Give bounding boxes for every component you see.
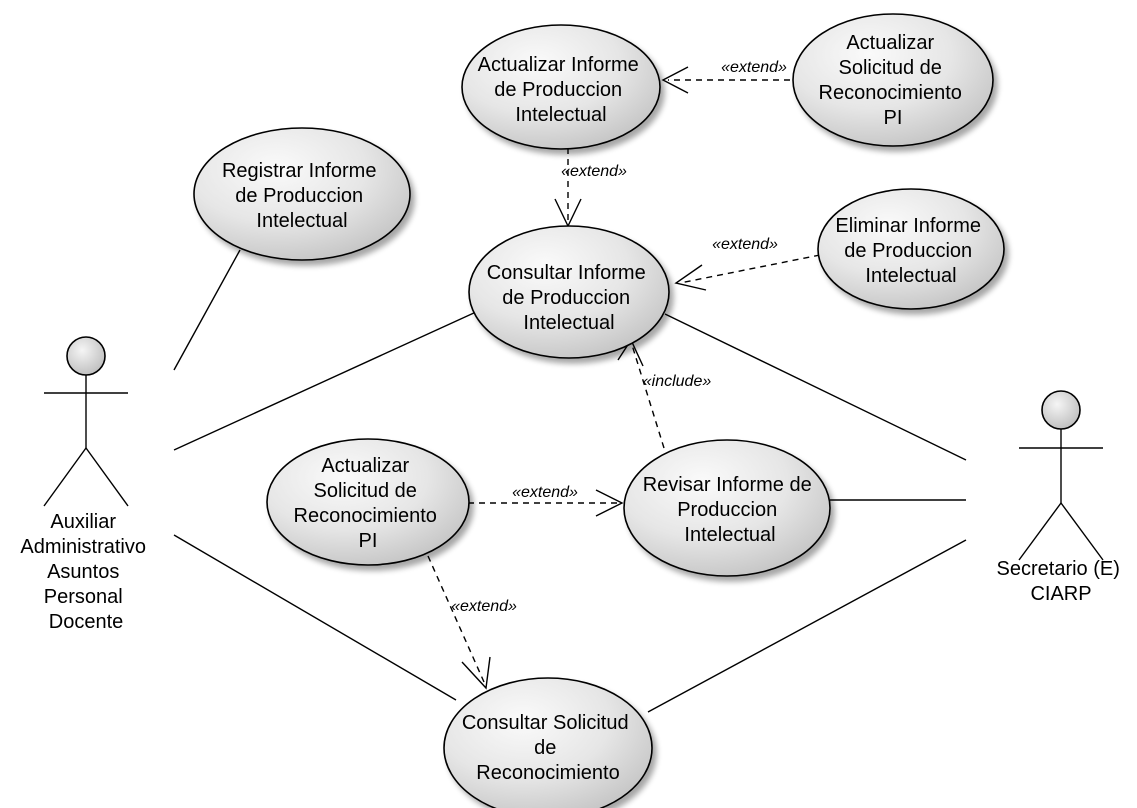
svg-text:Auxiliar Administrativo: Auxiliar Administrativo Asuntos Personal… (20, 511, 151, 633)
assoc-secretario-consultar-solicitud (647, 539, 967, 713)
use-case-actualizar-solicitud-mid[interactable]: Actualizar Solicitud de Reconocimiento P… (266, 438, 470, 566)
svg-text:Secretario (E) CIARP: Secretario (E) CIARP (997, 558, 1126, 605)
svg-text:Consultar Informe de Pro: Consultar Informe de Produccion Intelect… (487, 262, 652, 334)
uc-label-line: Eliminar Informe (835, 215, 981, 237)
dependency-rel-6 (427, 555, 485, 683)
dependency-rel-3 (679, 254, 821, 284)
uc-label-line: Actualizar Informe (478, 54, 639, 76)
arrowhead-rel-3 (674, 264, 707, 291)
use-case-eliminar-informe[interactable]: Eliminar Informe de Produccion Intelectu… (817, 188, 1005, 310)
uc-label-line: Intelectual (256, 210, 347, 232)
svg-text:Eliminar Informe de Prod: Eliminar Informe de Produccion Intelectu… (835, 215, 986, 287)
actor-figure-icon (1018, 390, 1104, 561)
svg-text:Actualizar Solicitud de: Actualizar Solicitud de Reconocimiento P… (294, 455, 443, 552)
svg-text:Revisar Informe de Produ: Revisar Informe de Produccion Intelectua… (643, 474, 818, 546)
uc-label-line: Intelectual (684, 524, 775, 546)
actor-secretario[interactable]: Secretario (E) CIARP (997, 390, 1126, 605)
use-case-actualizar-solicitud-top[interactable]: Actualizar Solicitud de Reconocimiento P… (792, 13, 994, 147)
svg-text:Actualizar Informe de Pr: Actualizar Informe de Produccion Intelec… (478, 54, 645, 126)
stereotype-rel-2: «extend» (561, 163, 627, 180)
uc-label-line: de Produccion (235, 185, 363, 207)
uc-label-line: Intelectual (523, 312, 614, 334)
svg-text:Actualizar Solicitud de: Actualizar Solicitud de Reconocimiento P… (819, 32, 968, 129)
dependencies (427, 66, 821, 690)
uc-label-line: Actualizar (321, 455, 409, 477)
uc-label-line: Consultar Solicitud (462, 712, 629, 734)
uc-label-line: Reconocimiento (819, 82, 962, 104)
uc-label-line: Solicitud de (839, 57, 942, 79)
uc-label-line: de (534, 737, 556, 759)
actor-label-line: CIARP (1030, 583, 1091, 605)
uc-label-line: Reconocimiento (476, 762, 619, 784)
stereotype-labels: «extend» «extend» «extend» «include» «ex… (451, 59, 787, 615)
actor-auxiliar[interactable]: Auxiliar Administrativo Asuntos Personal… (20, 336, 151, 633)
uc-label-line: Revisar Informe de (643, 474, 812, 496)
stereotype-rel-4: «include» (643, 373, 712, 390)
dependency-rel-4 (631, 344, 665, 449)
uc-label-line: Solicitud de (314, 480, 417, 502)
svg-text:Registrar Informe de Pro: Registrar Informe de Produccion Intelect… (222, 160, 382, 232)
svg-text:Consultar Solicitud de: Consultar Solicitud de Reconocimiento (462, 712, 634, 784)
uc-label-line: Produccion (677, 499, 777, 521)
actor-label-line: Docente (49, 611, 124, 633)
stereotype-rel-1: «extend» (721, 59, 787, 76)
uc-label-line: PI (359, 530, 378, 552)
actor-figure-icon (43, 336, 129, 507)
use-case-consultar-solicitud[interactable]: Consultar Solicitud de Reconocimiento (443, 677, 653, 808)
uc-label-line: de Produccion (844, 240, 972, 262)
actor-label-line: Auxiliar (50, 511, 116, 533)
stereotype-rel-6: «extend» (451, 598, 517, 615)
stereotype-rel-5: «extend» (512, 484, 578, 501)
uc-label-line: Intelectual (865, 265, 956, 287)
actor-label-line: Asuntos (47, 561, 119, 583)
uc-label-line: Consultar Informe (487, 262, 646, 284)
uc-label-line: PI (884, 107, 903, 129)
assoc-auxiliar-registrar (173, 249, 241, 371)
arrowhead-rel-1 (661, 66, 689, 94)
arrowhead-rel-6 (461, 656, 491, 690)
associations (173, 249, 967, 713)
assoc-auxiliar-consultar-solicitud (173, 534, 457, 701)
uc-label-line: de Produccion (502, 287, 630, 309)
assoc-auxiliar-consultar-informe (173, 311, 477, 451)
stereotype-rel-3: «extend» (712, 236, 778, 253)
uc-label-line: Actualizar (846, 32, 934, 54)
use-case-revisar-informe[interactable]: Revisar Informe de Produccion Intelectua… (623, 439, 831, 577)
use-case-registrar-informe[interactable]: Registrar Informe de Produccion Intelect… (193, 127, 411, 261)
actor-label-line: Personal (44, 586, 123, 608)
arrowhead-rel-5 (595, 489, 624, 517)
uc-label-line: Reconocimiento (294, 505, 437, 527)
assoc-secretario-consultar-informe (664, 313, 967, 461)
actor-label-line: Secretario (E) (997, 558, 1120, 580)
uc-label-line: Registrar Informe (222, 160, 377, 182)
use-case-actualizar-informe[interactable]: Actualizar Informe de Produccion Intelec… (461, 24, 661, 150)
uc-label-line: Intelectual (515, 104, 606, 126)
uc-label-line: de Produccion (494, 79, 622, 101)
use-case-consultar-informe[interactable]: Consultar Informe de Produccion Intelect… (468, 225, 670, 359)
actor-label-line: Administrativo (20, 536, 146, 558)
